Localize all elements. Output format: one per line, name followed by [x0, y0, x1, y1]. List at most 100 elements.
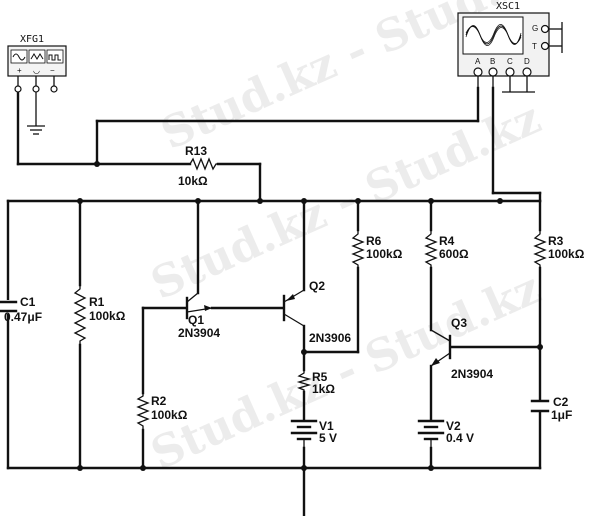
transistor-q1[interactable]: Q1 2N3904: [178, 292, 220, 340]
junction-dot: [301, 465, 307, 471]
q3-value-label: 2N3904: [451, 367, 493, 381]
q1-collector-lead: [186, 292, 199, 303]
positive-terminal[interactable]: [14, 85, 22, 93]
oscilloscope-xsc1[interactable]: XSC1 G T A B C D: [457, 1, 563, 93]
q3-collector-lead: [430, 329, 451, 342]
channel-d-terminal[interactable]: [522, 67, 532, 77]
resistor-r4[interactable]: R4 600Ω: [424, 230, 469, 268]
resistor-zigzag: [533, 230, 547, 268]
r13-ref-label: R13: [185, 144, 207, 158]
waveform-icon: [465, 24, 522, 45]
resistor-r3[interactable]: R3 100kΩ: [533, 230, 585, 268]
battery-v2[interactable]: V2 0.4 V: [417, 419, 474, 448]
channel-c-terminal[interactable]: [505, 67, 515, 77]
r6-value-label: 100kΩ: [366, 247, 403, 261]
channel-d-label: D: [524, 57, 530, 66]
trigger-g-terminal[interactable]: [540, 24, 550, 34]
junction-dot: [77, 198, 83, 204]
xsc1-label: XSC1: [496, 1, 520, 12]
resistor-zigzag: [351, 230, 365, 268]
waveform-icon: [465, 25, 522, 45]
triangle-wave-button[interactable]: [28, 49, 46, 64]
r2-value-label: 100kΩ: [151, 408, 188, 422]
r3-value-label: 100kΩ: [548, 247, 585, 261]
resistor-r2[interactable]: R2 100kΩ: [136, 393, 188, 430]
square-wave-icon: [48, 54, 61, 61]
c2-value-label: 1μF: [551, 408, 572, 422]
r5-ref-label: R5: [312, 370, 328, 384]
r13-value-label: 10kΩ: [178, 174, 208, 188]
negative-terminal[interactable]: [50, 85, 58, 93]
v1-value-label: 5 V: [319, 431, 337, 445]
r4-ref-label: R4: [439, 234, 455, 248]
r1-value-label: 100kΩ: [89, 309, 126, 323]
plus-terminal-label: +: [17, 66, 22, 75]
channel-a-label: A: [475, 57, 481, 66]
r4-value-label: 600Ω: [439, 247, 469, 261]
q1-ref-label: Q1: [188, 313, 204, 327]
battery-v1[interactable]: V1 5 V: [290, 419, 337, 448]
common-terminal-label: ◡: [33, 66, 40, 75]
r2-ref-label: R2: [151, 394, 167, 408]
resistor-zigzag: [424, 230, 438, 268]
resistor-r5[interactable]: R5 1kΩ: [296, 370, 335, 396]
resistor-zigzag: [296, 370, 312, 392]
v2-ref-label: V2: [446, 419, 461, 433]
c2-ref-label: C2: [553, 395, 569, 409]
v2-value-label: 0.4 V: [446, 431, 474, 445]
resistor-zigzag: [189, 157, 218, 171]
trigger-t-label: T: [532, 42, 537, 51]
r6-ref-label: R6: [366, 234, 382, 248]
junction-dot: [301, 198, 307, 204]
q3-emitter-arrow-icon: [431, 358, 440, 366]
junction-dot: [94, 161, 100, 167]
c1-ref-label: C1: [20, 295, 36, 309]
junction-dot: [195, 198, 201, 204]
r1-ref-label: R1: [89, 295, 105, 309]
channel-b-label: B: [490, 57, 495, 66]
channel-a-terminal[interactable]: [473, 67, 483, 77]
capacitor-c1[interactable]: C1 0.47μF: [0, 295, 42, 324]
q3-ref-label: Q3: [451, 316, 467, 330]
q1-value-label: 2N3904: [178, 326, 220, 340]
xfg1-label: XFG1: [20, 34, 44, 45]
junction-dot: [428, 198, 434, 204]
wires: [6, 86, 542, 516]
trigger-t-terminal[interactable]: [540, 41, 550, 51]
capacitor-c2[interactable]: C2 1μF: [530, 395, 572, 422]
function-generator-xfg1[interactable]: XFG1 + ◡ −: [7, 34, 67, 135]
channel-c-label: C: [507, 57, 513, 66]
q2-value-label: 2N3906: [309, 331, 351, 345]
q2-collector-lead: [283, 313, 305, 327]
junction-dot: [257, 198, 263, 204]
v1-ref-label: V1: [319, 419, 334, 433]
junction-dot: [497, 198, 503, 204]
trigger-g-label: G: [532, 24, 538, 33]
transistor-q2[interactable]: Q2 2N3906: [282, 279, 351, 345]
c1-value-label: 0.47μF: [4, 310, 42, 324]
common-terminal[interactable]: [32, 85, 40, 93]
waveform-icon: [465, 25, 522, 46]
junction-dot: [140, 465, 146, 471]
resistor-zigzag: [73, 285, 87, 345]
sine-wave-icon: [12, 53, 26, 61]
triangle-wave-icon: [30, 53, 44, 60]
channel-b-terminal[interactable]: [488, 67, 498, 77]
junctions: [77, 161, 543, 471]
q1-emitter-arrow-icon: [204, 305, 212, 311]
minus-terminal-label: −: [50, 66, 55, 75]
junction-dot: [537, 344, 543, 350]
junction-dot: [428, 465, 434, 471]
resistor-r6[interactable]: R6 100kΩ: [351, 230, 403, 268]
junction-dot: [355, 198, 361, 204]
q2-ref-label: Q2: [309, 279, 325, 293]
junction-dot: [301, 349, 307, 355]
resistor-r1[interactable]: R1 100kΩ: [73, 285, 126, 345]
r5-value-label: 1kΩ: [312, 382, 335, 396]
q2-emitter-arrow-icon: [286, 294, 295, 301]
r3-ref-label: R3: [548, 234, 564, 248]
junction-dot: [77, 465, 83, 471]
resistor-r13[interactable]: R13 10kΩ: [178, 144, 218, 188]
transistor-q3[interactable]: Q3 2N3904: [430, 316, 493, 381]
